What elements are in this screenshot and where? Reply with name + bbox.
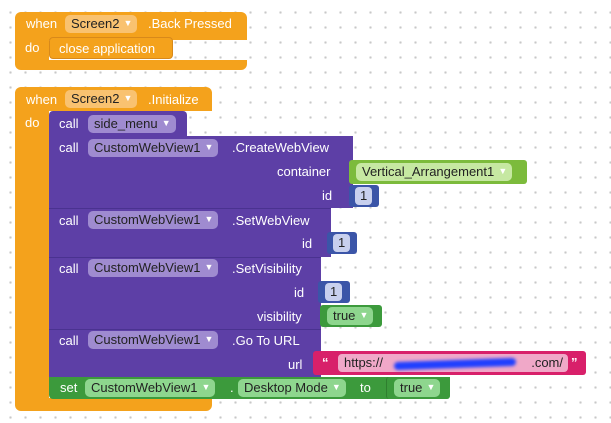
do-label: do <box>25 40 40 55</box>
number-value[interactable]: 1 <box>333 234 351 252</box>
call-label: call <box>59 140 79 155</box>
call-label: call <box>59 213 79 228</box>
component-dropdown-customwebview1[interactable]: CustomWebView1▼ <box>88 211 219 229</box>
dropdown-arrow-icon: ▼ <box>204 142 214 152</box>
component-dropdown-vertical-arrangement1[interactable]: Vertical_Arrangement1▼ <box>356 163 513 181</box>
dropdown-arrow-icon: ▼ <box>426 382 436 392</box>
event-block-initialize-left <box>15 111 49 401</box>
number-value[interactable]: 1 <box>355 187 373 205</box>
to-label: to <box>360 380 371 395</box>
dropdown-arrow-icon: ▼ <box>204 214 214 224</box>
dropdown-arrow-icon: ▼ <box>204 262 214 272</box>
call-label: call <box>59 261 79 276</box>
url-text-suffix: .com/ <box>531 355 563 370</box>
dropdown-arrow-icon: ▼ <box>123 18 133 28</box>
visibility-arg-label: visibility <box>257 309 302 324</box>
boolean-dropdown-true[interactable]: true▼ <box>327 307 374 325</box>
dropdown-arrow-icon: ▼ <box>498 166 508 176</box>
property-dropdown-desktop-mode[interactable]: Desktop Mode▼ <box>238 379 346 397</box>
component-dropdown-screen2[interactable]: Screen2▼ <box>65 90 138 108</box>
component-dropdown-screen2[interactable]: Screen2▼ <box>65 15 138 33</box>
close-application-label: close application <box>59 41 156 56</box>
url-arg-label: url <box>288 357 303 372</box>
quote-close-icon: ” <box>571 355 578 370</box>
do-label: do <box>25 115 40 130</box>
dot-separator: . <box>230 380 234 395</box>
dropdown-arrow-icon: ▼ <box>331 382 341 392</box>
dropdown-arrow-icon: ▼ <box>204 334 214 344</box>
id-arg-label: id <box>302 236 313 251</box>
dropdown-arrow-icon: ▼ <box>359 310 369 320</box>
component-dropdown-customwebview1[interactable]: CustomWebView1▼ <box>88 139 219 157</box>
id-arg-label: id <box>322 188 333 203</box>
call-label: call <box>59 116 79 131</box>
id-arg-label: id <box>294 285 305 300</box>
when-label: when <box>26 16 58 31</box>
method-name: .CreateWebView <box>232 140 330 155</box>
call-create-webview-body <box>49 160 353 208</box>
method-name: .Go To URL <box>232 333 300 348</box>
event-block-initialize-bottom <box>15 398 212 411</box>
call-label: call <box>59 333 79 348</box>
dropdown-arrow-icon: ▼ <box>201 382 211 392</box>
container-arg-label: container <box>277 164 331 179</box>
method-name: .SetWebView <box>232 213 310 228</box>
component-dropdown-customwebview1[interactable]: CustomWebView1▼ <box>85 379 216 397</box>
boolean-dropdown-true[interactable]: true▼ <box>394 379 441 397</box>
event-name: .Initialize <box>148 92 199 107</box>
quote-open-icon: “ <box>322 355 329 370</box>
procedure-dropdown-side-menu[interactable]: side_menu▼ <box>88 115 176 133</box>
event-block-back-pressed-left <box>15 36 49 62</box>
event-name: .Back Pressed <box>148 16 232 31</box>
number-value[interactable]: 1 <box>325 283 343 301</box>
close-application-block[interactable]: close application <box>49 37 173 59</box>
event-block-back-pressed-bottom <box>15 60 247 70</box>
set-label: set <box>60 380 78 395</box>
url-text-value: https:// <box>344 355 384 370</box>
component-dropdown-customwebview1[interactable]: CustomWebView1▼ <box>88 259 219 277</box>
dropdown-arrow-icon: ▼ <box>161 118 171 128</box>
component-dropdown-customwebview1[interactable]: CustomWebView1▼ <box>88 331 219 349</box>
method-name: .SetVisibility <box>232 261 302 276</box>
dropdown-arrow-icon: ▼ <box>123 93 133 103</box>
when-label: when <box>26 92 58 107</box>
